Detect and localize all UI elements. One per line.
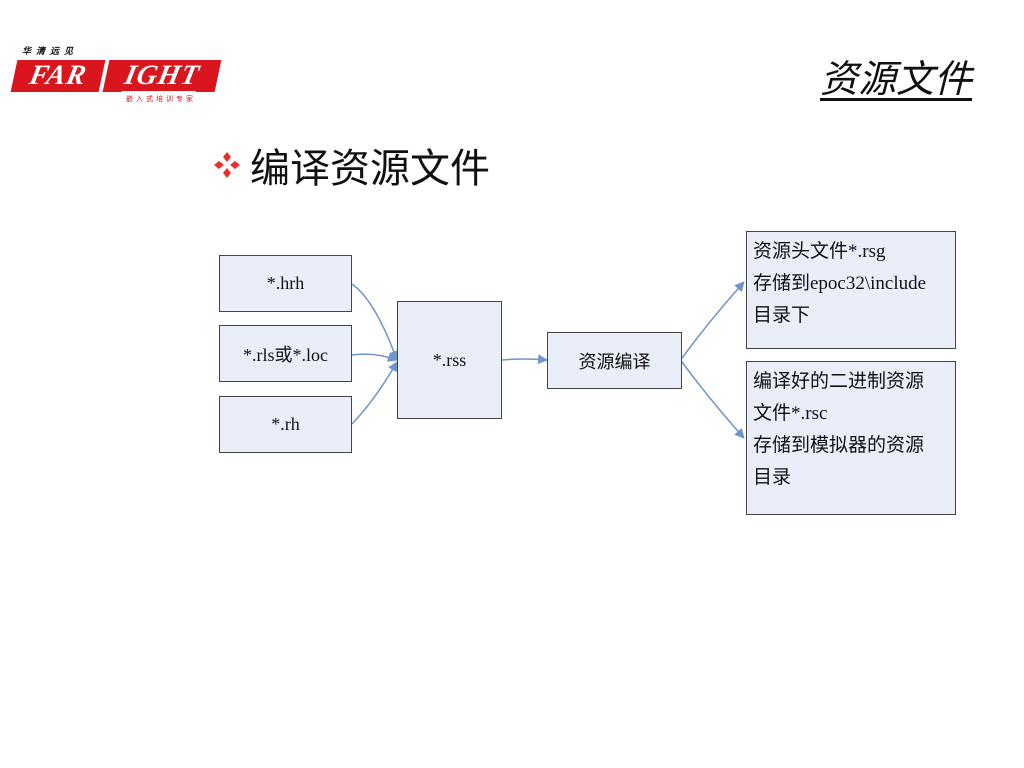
arrow-compile-to-rsc xyxy=(681,361,745,439)
output-rsg-line-2: 存储到epoc32\include xyxy=(753,273,927,294)
output-rsc-box: 编译好的二进制资源 文件*.rsc 存储到模拟器的资源 目录 xyxy=(746,361,956,515)
bullet-heading: 编译资源文件 xyxy=(212,136,490,194)
arrow-hrh-to-rss xyxy=(351,283,399,361)
bullet-heading-text: 编译资源文件 xyxy=(250,146,490,192)
output-rsg-line-3: 目录下 xyxy=(753,305,811,326)
compile-box-label: 资源编译 xyxy=(578,351,651,372)
diamond-bullet-icon xyxy=(214,152,240,178)
input-box-hrh-label: *.hrh xyxy=(266,273,305,293)
rss-box: *.rss xyxy=(397,301,502,419)
arrow-rh-to-rss xyxy=(351,361,398,425)
input-box-rh: *.rh xyxy=(219,396,352,453)
logo-tagline: 嵌入式培训专家 xyxy=(126,95,196,103)
output-rsc-line-2: 文件*.rsc xyxy=(753,403,828,424)
input-box-rls-loc: *.rls或*.loc xyxy=(219,325,352,382)
logo-chinese-name: 华清远见 xyxy=(22,47,79,57)
rss-box-label: *.rss xyxy=(432,349,467,370)
input-box-rh-label: *.rh xyxy=(271,414,300,434)
output-rsg-line-1: 资源头文件*.rsg xyxy=(753,241,886,262)
output-rsc-line-3: 存储到模拟器的资源 xyxy=(753,435,925,456)
logo-brand-right: IGHT xyxy=(102,60,222,93)
output-rsg-box: 资源头文件*.rsg 存储到epoc32\include 目录下 xyxy=(746,231,956,349)
arrow-compile-to-rsg xyxy=(681,281,745,359)
logo-brand-right-text: IGHT xyxy=(121,60,203,93)
output-rsc-line-4: 目录 xyxy=(753,467,792,488)
arrow-rls-to-rss xyxy=(351,352,398,362)
output-rsc-line-1: 编译好的二进制资源 xyxy=(753,371,925,392)
logo-brand-left: FAR xyxy=(10,60,106,92)
input-box-hrh: *.hrh xyxy=(219,255,352,312)
brand-logo: 华清远见 FAR IGHT 嵌入式培训专家 xyxy=(10,44,222,106)
page-title: 资源文件 xyxy=(819,57,972,101)
input-box-rls-loc-label: *.rls或*.loc xyxy=(243,344,328,365)
arrow-rss-to-compile xyxy=(501,354,548,365)
compile-box: 资源编译 xyxy=(547,332,682,389)
